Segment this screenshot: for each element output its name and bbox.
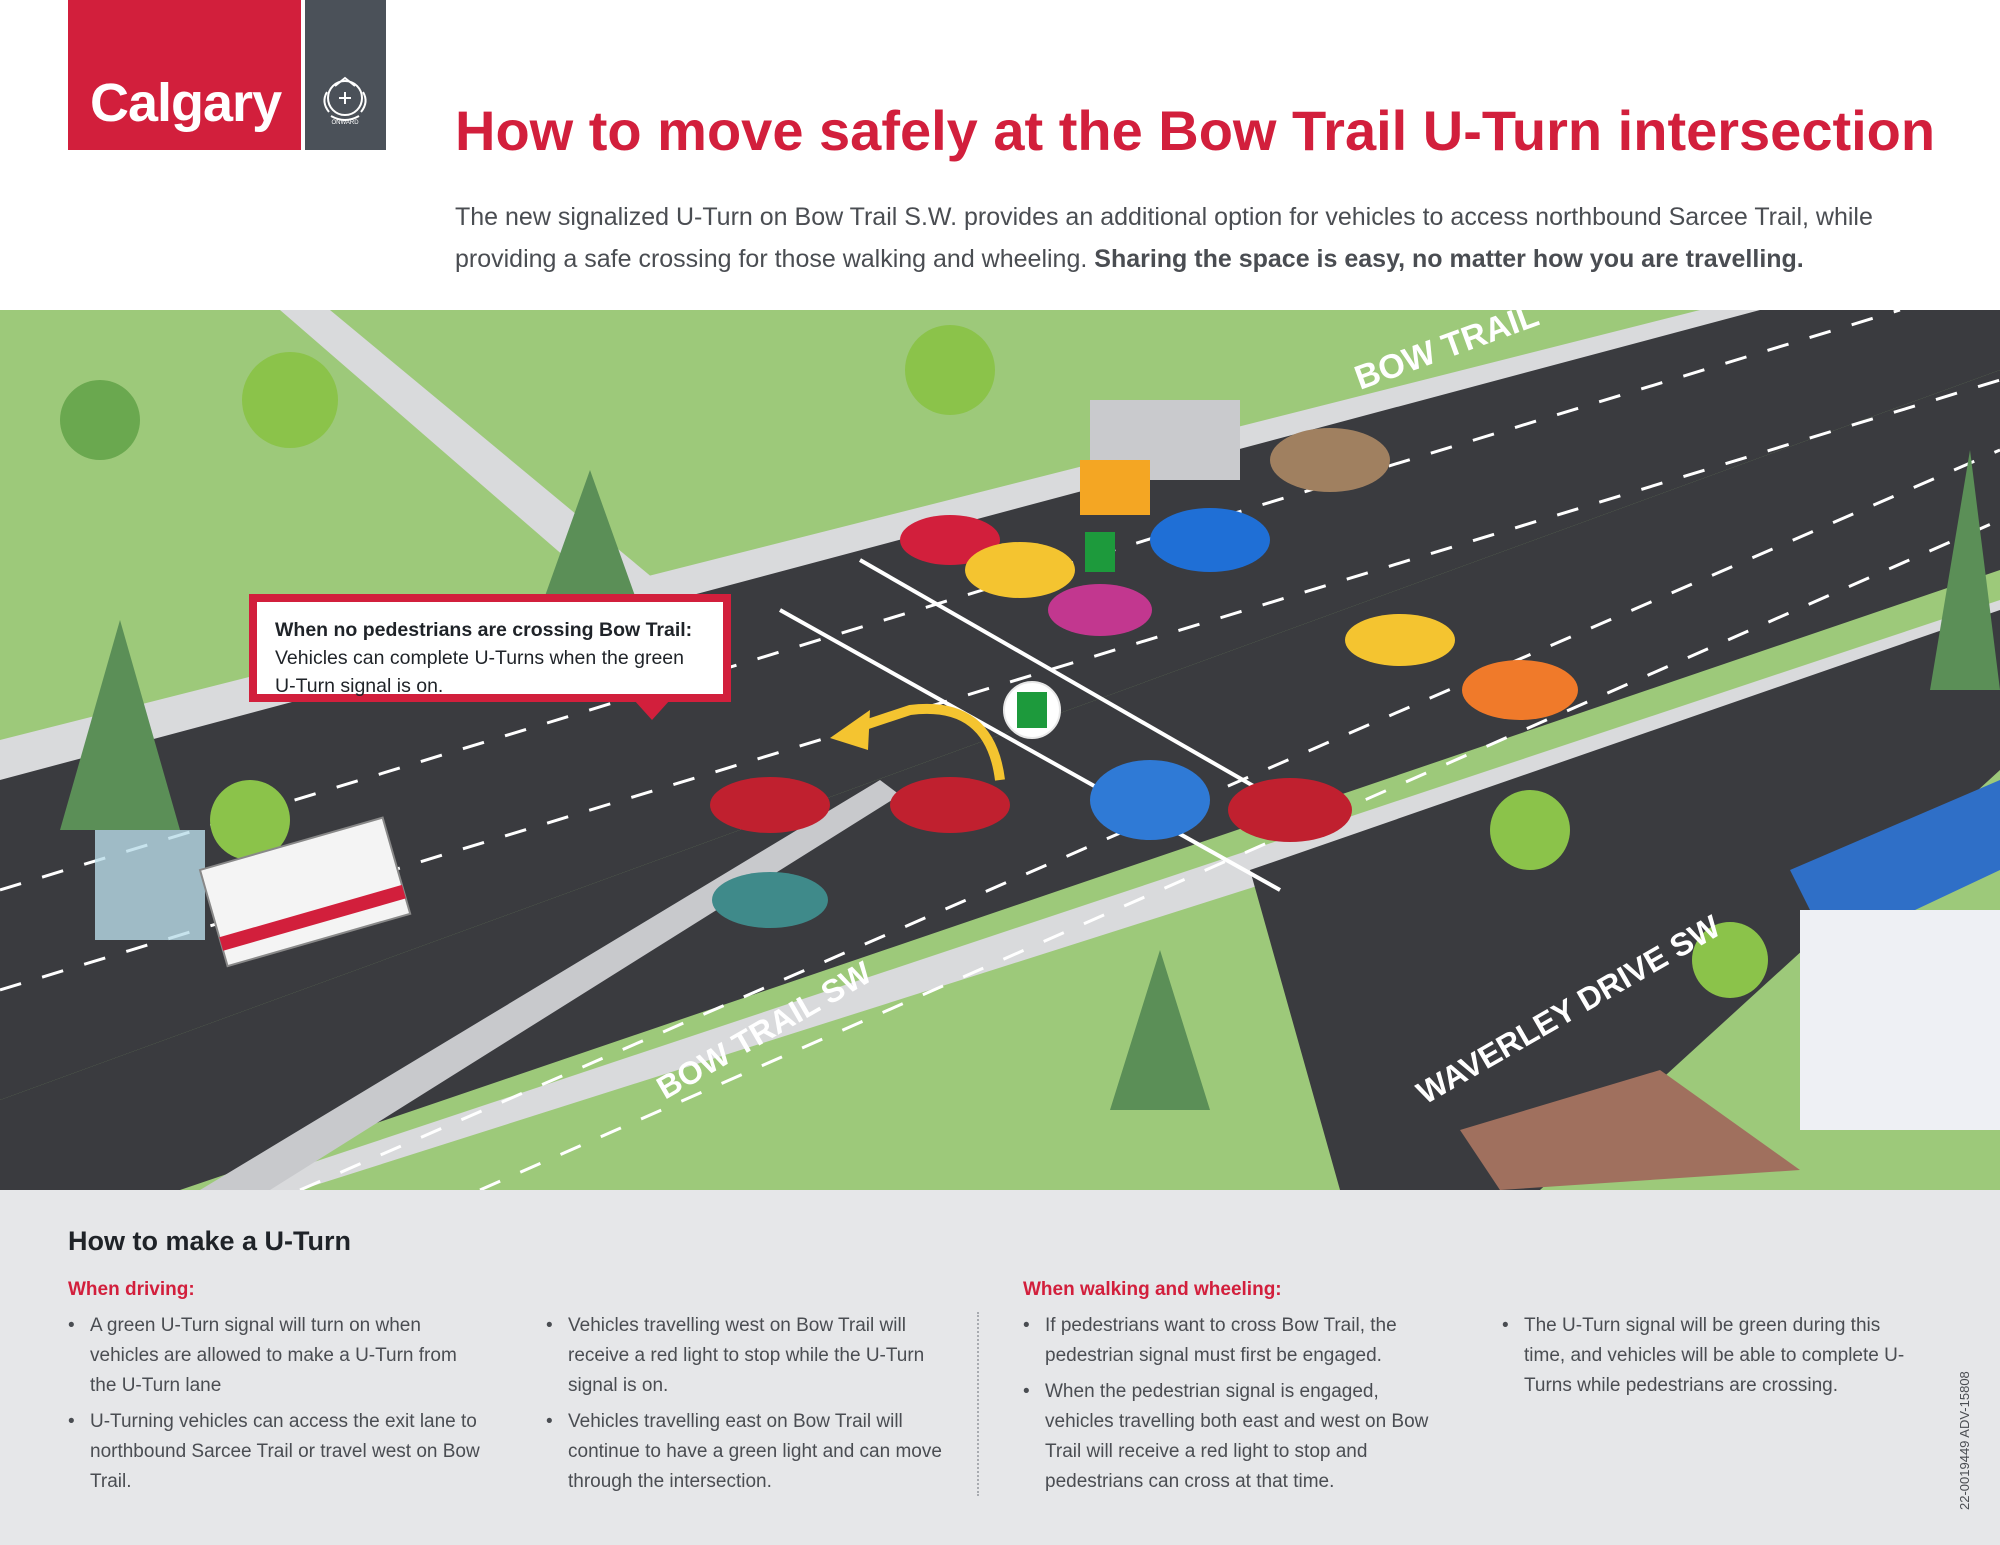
list-item: When the pedestrian signal is engaged, v… (1023, 1377, 1443, 1497)
south-sidewalk (230, 600, 2000, 1190)
driving-list-2: Vehicles travelling west on Bow Trail wi… (546, 1311, 946, 1503)
walking-list-1: If pedestrians want to cross Bow Trail, … (1023, 1311, 1443, 1503)
driving-heading: When driving: (68, 1279, 195, 1300)
city-crest: ONWARD (305, 0, 386, 150)
intro-bold: Sharing the space is easy, no matter how… (1094, 245, 1804, 273)
waverley-drive-road (1250, 610, 2000, 1190)
calgary-logo: Calgary (68, 0, 301, 150)
list-item: U-Turning vehicles can access the exit l… (68, 1407, 488, 1497)
crest-motto: ONWARD (331, 120, 359, 126)
list-item: A green U-Turn signal will turn on when … (68, 1311, 488, 1401)
callout-title: When no pedestrians are crossing Bow Tra… (275, 619, 693, 641)
bus (198, 816, 412, 968)
intersection-map: BOW TRAIL BOW TRAIL SW WAVERLEY DRIVE SW (0, 310, 2000, 1190)
driving-list-1: A green U-Turn signal will turn on when … (68, 1311, 488, 1503)
list-item: Vehicles travelling east on Bow Trail wi… (546, 1407, 946, 1497)
walking-heading: When walking and wheeling: (1023, 1279, 1282, 1300)
crest-icon: ONWARD (323, 76, 367, 126)
page-title: How to move safely at the Bow Trail U-Tu… (455, 99, 1936, 162)
list-item: Vehicles travelling west on Bow Trail wi… (546, 1311, 946, 1401)
u-turn-arrowhead (830, 710, 870, 750)
u-turn-sign-icon (1085, 532, 1115, 572)
trees (60, 325, 2000, 1110)
u-turn-arrow (848, 703, 1005, 781)
u-turn-signal-icon (1003, 681, 1061, 739)
bow-trail-road-north (0, 310, 2000, 1100)
logo-text: Calgary (90, 73, 282, 133)
callout-text: Vehicles can complete U-Turns when the g… (275, 647, 684, 697)
vehicles (710, 400, 1578, 928)
list-item: If pedestrians want to cross Bow Trail, … (1023, 1311, 1443, 1371)
list-item: The U-Turn signal will be green during t… (1502, 1311, 1922, 1401)
callout-pointer (634, 700, 670, 720)
intro-text: The new signalized U-Turn on Bow Trail S… (455, 203, 1873, 273)
walking-list-2: The U-Turn signal will be green during t… (1502, 1311, 1922, 1407)
intersection-illustration: BOW TRAIL BOW TRAIL SW WAVERLEY DRIVE SW (0, 310, 2000, 1190)
u-turn-callout: When no pedestrians are crossing Bow Tra… (249, 594, 731, 702)
house (1460, 780, 2000, 1190)
ad-code: 22-0019449 ADV-15808 (1957, 1371, 1972, 1510)
how-to-title: How to make a U-Turn (68, 1226, 352, 1256)
column-divider (977, 1312, 979, 1496)
intro-paragraph: The new signalized U-Turn on Bow Trail S… (455, 196, 1955, 280)
bus-shelter (95, 830, 205, 940)
